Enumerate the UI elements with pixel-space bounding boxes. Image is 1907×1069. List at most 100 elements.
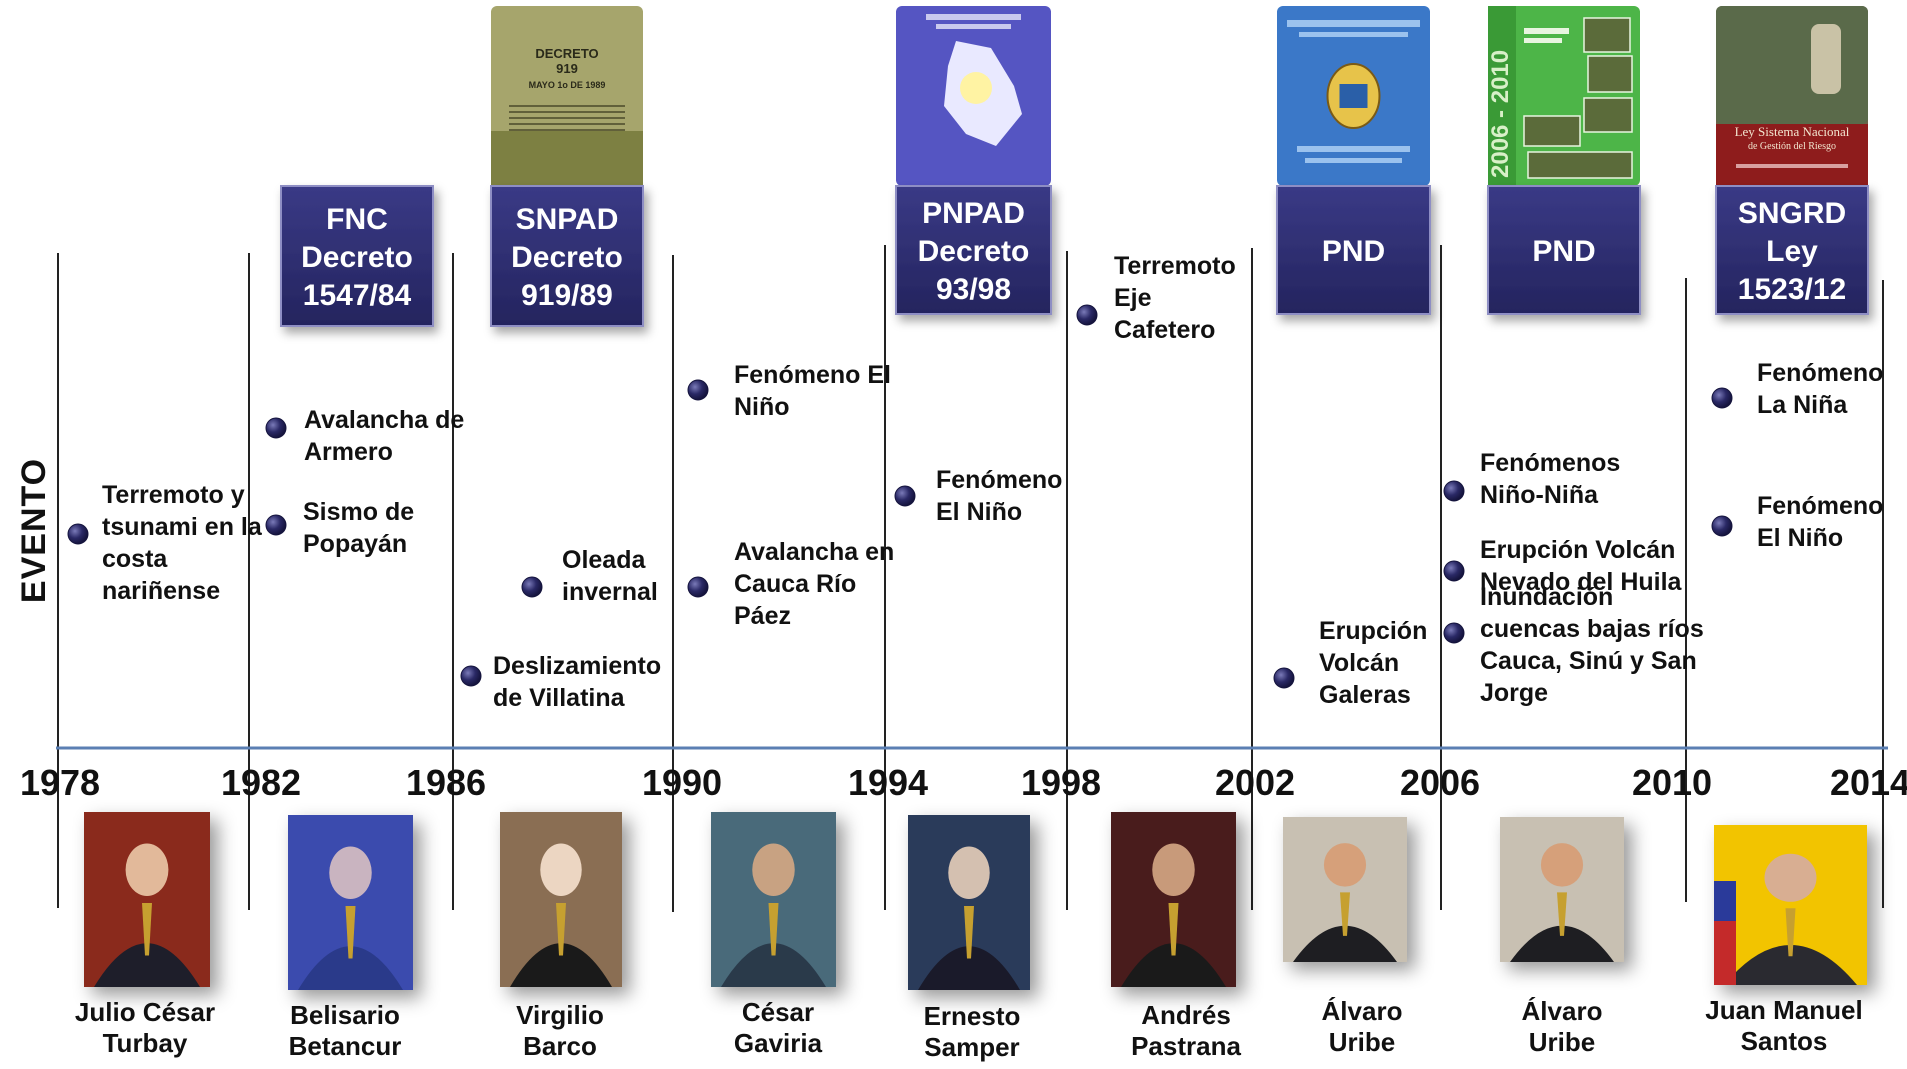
event-label-line-2: Nevado del Huila xyxy=(1480,568,1683,596)
decree-cover-title-line-3: MAYO 1o DE 1989 xyxy=(529,80,606,90)
plan-green-title-bar xyxy=(1524,28,1569,34)
president-name-line-2: Gaviria xyxy=(734,1028,823,1058)
event-marker-dot xyxy=(1443,480,1465,502)
policy-cover-3 xyxy=(896,6,1051,186)
sun-glow-icon xyxy=(960,72,992,104)
plan-green-photo xyxy=(1583,97,1633,133)
president-name-line-2: Santos xyxy=(1741,1026,1828,1056)
portrait-tie-shape xyxy=(345,906,356,959)
policy-box-label-line-1: PND xyxy=(1532,235,1595,268)
policy-box-bg xyxy=(1487,185,1641,315)
president-name-line-2: Betancur xyxy=(289,1031,402,1061)
law-cover-text-bar xyxy=(1736,164,1848,168)
policy-box-label-line-3: 1523/12 xyxy=(1738,273,1846,306)
event-label-line-2: tsunami en la xyxy=(102,513,263,541)
event-marker-dot xyxy=(1711,515,1733,537)
event-label-line-3: costa xyxy=(102,545,168,573)
plan-emblem-title-bar xyxy=(1287,20,1420,27)
portrait-face-shape xyxy=(540,843,582,896)
year-label-1978: 1978 xyxy=(20,762,100,803)
plan-green-photo xyxy=(1523,115,1581,147)
event-marker-dot xyxy=(67,523,89,545)
plan-green-photo xyxy=(1583,17,1631,53)
event-label-line-3: Cafetero xyxy=(1114,316,1215,344)
event-label-line-1: Inundación xyxy=(1480,583,1613,611)
event-label-line-2: Cauca Río xyxy=(734,570,856,598)
portrait-face-shape xyxy=(125,843,169,896)
year-label-1998: 1998 xyxy=(1021,762,1101,803)
policy-box-label-line-3: 93/98 xyxy=(936,273,1011,306)
event-marker-dot xyxy=(265,417,287,439)
event-label-line-1: Fenómeno xyxy=(936,466,1062,494)
policy-box-label-line-3: 919/89 xyxy=(521,279,613,312)
portrait-face-shape xyxy=(1764,853,1817,902)
president-name-line-2: Samper xyxy=(924,1032,1019,1062)
flag-red-stripe xyxy=(1714,921,1736,985)
event-label-line-4: nariñense xyxy=(102,577,220,605)
president-name-line-1: Belisario xyxy=(290,1000,400,1030)
portrait-tie-shape xyxy=(556,903,566,956)
plan-green-title-bar xyxy=(1524,38,1562,43)
plan-emblem-title-bar xyxy=(1299,32,1408,37)
event-marker-dot xyxy=(894,485,916,507)
event-label-line-3: Cauca, Sinú y San xyxy=(1480,647,1697,675)
event-label-line-2: La Niña xyxy=(1757,391,1848,419)
policy-box-bg xyxy=(1276,185,1431,315)
portrait-tie-shape xyxy=(1340,892,1350,936)
president-name-line-2: Uribe xyxy=(1329,1027,1395,1057)
policy-box-label-line-3: 1547/84 xyxy=(303,279,412,312)
event-marker-dot xyxy=(1076,304,1098,326)
president-name-line-2: Uribe xyxy=(1529,1027,1595,1057)
policy-box-bg xyxy=(490,185,644,327)
plan-emblem-text-bar xyxy=(1297,146,1410,152)
plan-green-photo xyxy=(1527,151,1633,179)
policy-box-label-line-1: SNGRD xyxy=(1738,197,1846,230)
event-label-line-2: de Villatina xyxy=(493,684,626,712)
portrait-tie-shape xyxy=(1557,892,1567,936)
event-label-line-4: Jorge xyxy=(1480,679,1548,707)
year-label-1990: 1990 xyxy=(642,762,722,803)
plan-emblem-text-bar xyxy=(1305,158,1402,163)
portrait-face-shape xyxy=(1540,843,1584,887)
policy-box-label-line-1: SNPAD xyxy=(516,203,619,236)
event-label-line-2: invernal xyxy=(562,578,658,606)
policy-box-label-line-2: Decreto xyxy=(511,241,623,274)
policy-box-label: SNPAD Decreto 919/89 xyxy=(511,203,623,312)
portrait-tie-shape xyxy=(142,903,152,956)
policy-box-bg xyxy=(1715,185,1869,315)
policy-box-2: SNPAD Decreto 919/89 xyxy=(490,185,644,327)
event-label-line-2: Niño-Niña xyxy=(1480,481,1599,509)
year-label-2002: 2002 xyxy=(1215,762,1295,803)
event-label-line-1: Fenómenos xyxy=(1480,449,1620,477)
event-label-line-1: Terremoto xyxy=(1114,252,1236,280)
president-name-line-1: Virgilio xyxy=(516,1000,604,1030)
policy-cover-4 xyxy=(1277,6,1430,186)
event-label-line-2: cuencas bajas ríos xyxy=(1480,615,1704,643)
